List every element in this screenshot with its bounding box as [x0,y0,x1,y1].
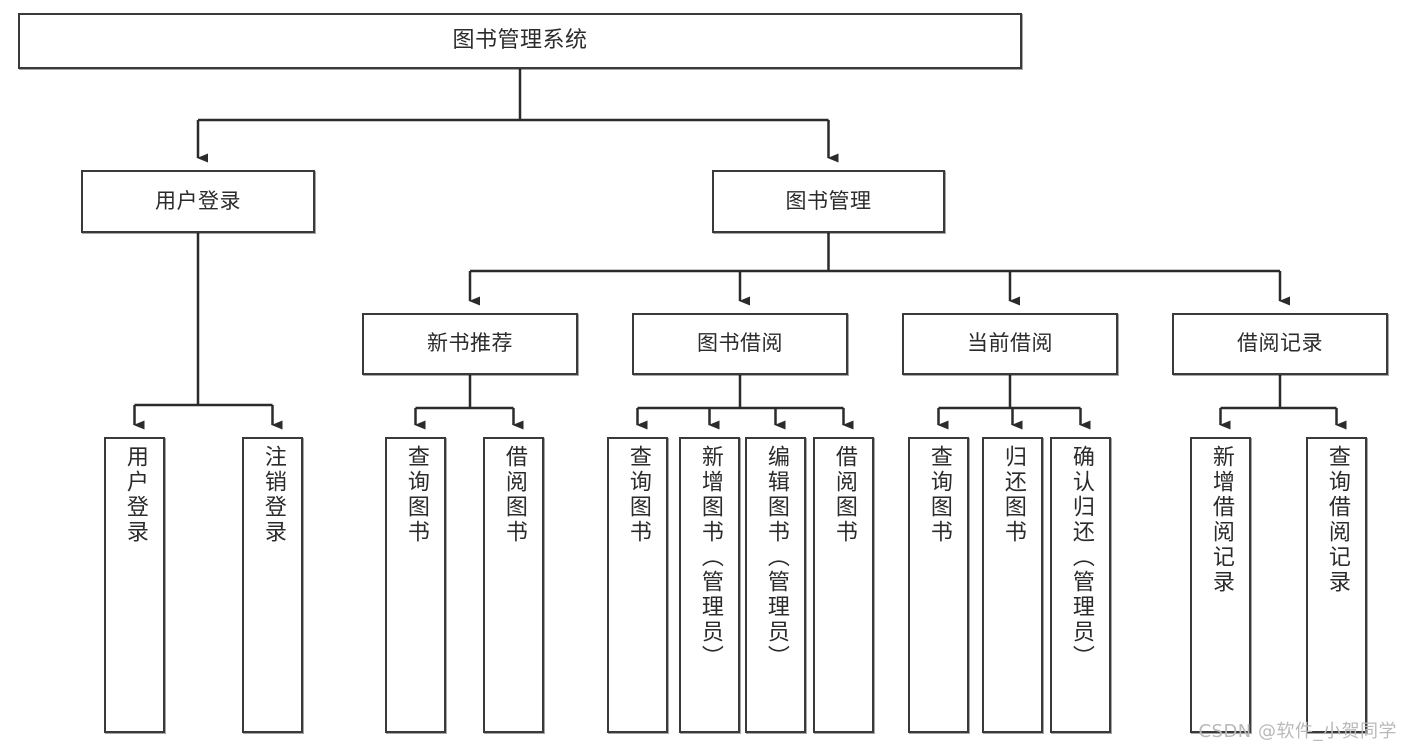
node-label: 归还图书 [1000,445,1026,545]
node-newbook[interactable]: 新书推荐 [362,313,578,375]
node-l-rec-add[interactable]: 新增借阅记录 [1190,437,1251,733]
node-label: 借阅图书 [831,445,857,545]
node-label: 图书管理 [785,188,872,213]
node-bookmgmt[interactable]: 图书管理 [712,170,945,233]
node-label: 借阅图书 [501,445,527,545]
node-l-logout[interactable]: 注销登录 [242,437,303,733]
node-label: 新增借阅记录 [1208,445,1234,595]
node-label: 借阅记录 [1237,331,1323,356]
node-l-rec-query[interactable]: 查询借阅记录 [1306,437,1367,733]
node-l-bw-query[interactable]: 查询图书 [607,437,668,733]
node-l-bw-lend[interactable]: 借阅图书 [813,437,874,733]
node-l-nb-borrow[interactable]: 借阅图书 [483,437,544,733]
node-label: 查询借阅记录 [1324,445,1350,595]
node-l-nb-query[interactable]: 查询图书 [385,437,446,733]
node-label: 用户登录 [122,445,148,545]
node-label: 用户登录 [155,188,241,213]
node-current[interactable]: 当前借阅 [902,313,1118,375]
node-label: 查询图书 [926,445,952,545]
node-label: 查询图书 [403,445,429,545]
node-label: 确认归还（管理员） [1068,445,1094,670]
node-label: 注销登录 [260,445,286,545]
node-root[interactable]: 图书管理系统 [18,13,1022,69]
node-login[interactable]: 用户登录 [81,170,315,233]
node-label: 编辑图书（管理员） [763,445,789,670]
node-l-login[interactable]: 用户登录 [104,437,165,733]
watermark-text: CSDN @软件_小贺同学 [1198,721,1397,742]
node-l-cur-query[interactable]: 查询图书 [908,437,969,733]
node-borrow[interactable]: 图书借阅 [632,313,848,375]
node-label: 图书借阅 [697,331,783,356]
node-records[interactable]: 借阅记录 [1172,313,1388,375]
node-label: 查询图书 [625,445,651,545]
node-label: 新增图书（管理员） [697,445,723,670]
node-label: 当前借阅 [967,331,1053,356]
node-l-cur-conf[interactable]: 确认归还（管理员） [1050,437,1111,733]
node-label: 图书管理系统 [452,27,588,53]
node-l-cur-ret[interactable]: 归还图书 [982,437,1043,733]
node-l-bw-add[interactable]: 新增图书（管理员） [679,437,740,733]
node-l-bw-edit[interactable]: 编辑图书（管理员） [745,437,806,733]
node-label: 新书推荐 [427,331,513,356]
